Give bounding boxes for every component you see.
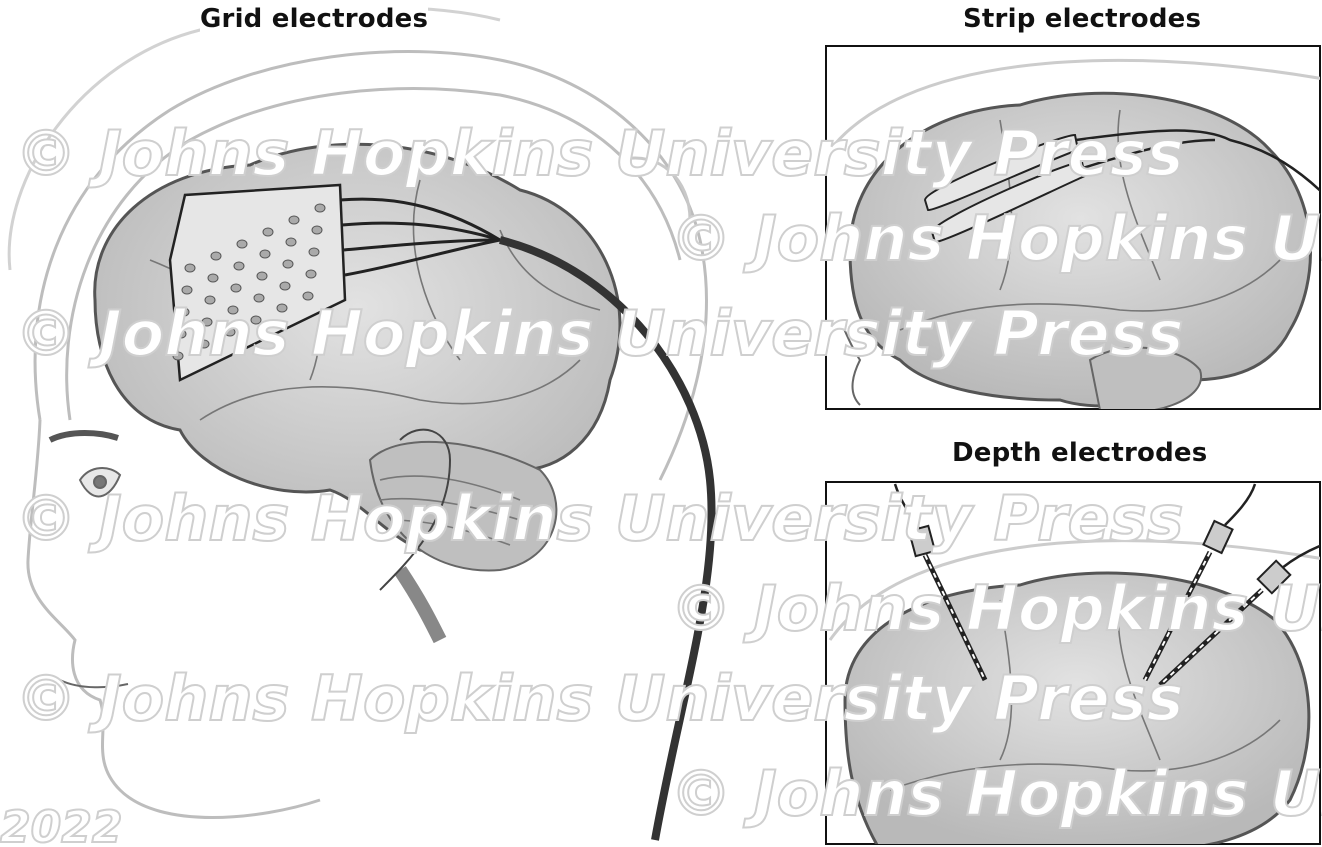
electrode-contact [204,295,216,305]
electrode-contact [210,251,222,261]
head-outline [7,6,708,819]
electrode-contact [236,239,248,249]
electrode-contact [201,317,213,327]
mouth [59,679,129,689]
electrode-contact [198,339,210,349]
electrode-contact [227,305,239,315]
electrode-contact [311,225,323,235]
electrode-contact [302,291,314,301]
electrode-contact [259,249,271,259]
depth-electrodes [893,483,1320,687]
electrode-contact [224,327,236,337]
grid-electrode [168,183,716,841]
electrode-contact [181,285,193,295]
electrode-contact [253,293,265,303]
grid-electrodes-title: Grid electrodes [200,4,429,34]
electrode-cable [499,236,716,841]
electrode-contact [230,283,242,293]
svg-text:2022: 2022 [0,802,122,847]
brainstem [394,566,447,644]
svg-text:© Johns Hopkins University Pre: © Johns Hopkins University Press [15,662,1184,735]
electrode-contact [305,269,317,279]
svg-text:© Johns Hopkins University Pre: © Johns Hopkins University Press [670,572,1322,645]
svg-text:© Johns Hopkins University Pre: © Johns Hopkins University Press [670,202,1322,275]
svg-text:© Johns Hopkins University Pre: © Johns Hopkins University Press [15,482,1184,555]
electrode-contact [172,351,184,361]
svg-text:© Johns Hopkins University Pre: © Johns Hopkins University Press [670,757,1322,830]
brain-grid-panel [93,142,622,644]
electrode-contact [276,303,288,313]
electrode-contact [314,203,326,213]
brain-depth-panel [828,483,1320,844]
depth-electrodes-title: Depth electrodes [952,438,1208,468]
electrode-contact [282,259,294,269]
eye-icon [78,467,122,498]
electrode-contact [184,263,196,273]
electrode-contact [262,227,274,237]
electrode-contact [178,307,190,317]
electrode-contact [207,273,219,283]
electrode-contact [175,329,187,339]
electrode-contact [288,215,300,225]
svg-text:© Johns Hopkins University Pre: © Johns Hopkins University Press [15,117,1184,190]
electrode-contact [279,281,291,291]
electrode-contact [285,237,297,247]
strip-electrodes-title: Strip electrodes [963,4,1202,34]
brain-strip-panel [828,58,1320,409]
electrode-contact [308,247,320,257]
electrode-contact [256,271,268,281]
svg-text:© Johns Hopkins University Pre: © Johns Hopkins University Press [15,297,1184,370]
electrode-contact [250,315,262,325]
watermark: © Johns Hopkins University Press © Johns… [0,116,1322,847]
electrode-contact [233,261,245,271]
